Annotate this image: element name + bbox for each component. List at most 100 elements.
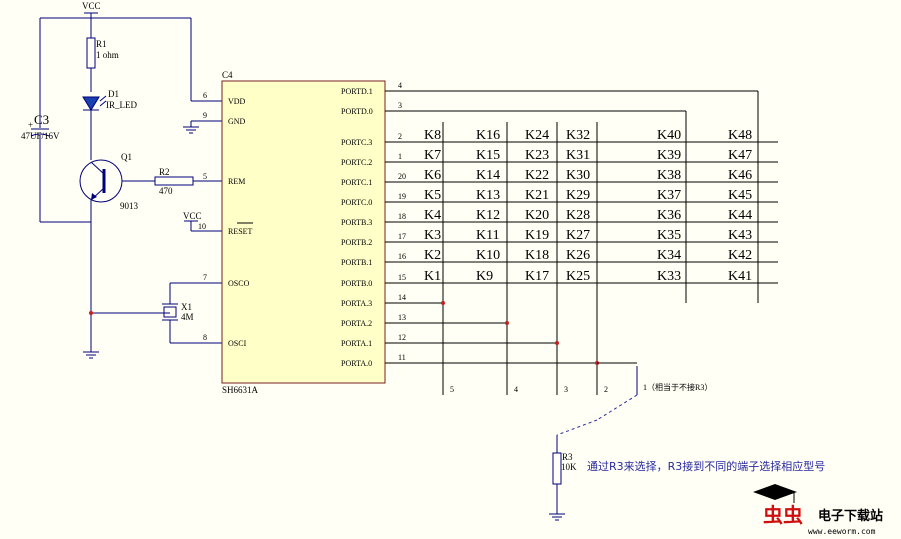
logo-text: 电子下载站: [818, 508, 883, 524]
ic-right-pin-number: 20: [398, 172, 406, 181]
svg-text:+: +: [28, 120, 33, 130]
key-label: K33: [657, 269, 681, 284]
ic-right-pin-name: PORTD.0: [341, 107, 373, 116]
logo-brand: 虫虫: [763, 503, 803, 527]
ic-left-pins: 6 VDD 9 GND 5 REM 10 RESET 7 OSCO 8 OSCI: [198, 91, 253, 348]
gnd-symbol-left: [83, 351, 99, 359]
ic-right-pin-name: PORTB.3: [341, 218, 372, 227]
c3-ref: C3: [34, 112, 49, 127]
key-label: K43: [728, 228, 752, 243]
svg-text:RESET: RESET: [228, 227, 253, 236]
c3-value: 47UF/16V: [21, 131, 60, 141]
key-label: K30: [566, 168, 590, 183]
svg-text:8: 8: [203, 333, 207, 342]
terminal-label: 2: [604, 385, 608, 394]
key-label: K28: [566, 208, 590, 223]
key-label: K15: [476, 148, 500, 163]
key-label: K46: [728, 168, 752, 183]
key-label: K22: [525, 168, 549, 183]
terminal-1-selector: 1（相当于不接R3）: [556, 366, 712, 436]
svg-text:VDD: VDD: [228, 97, 246, 106]
junction-dot: [555, 341, 559, 345]
d1-ir-led: D1 IR_LED: [82, 89, 137, 160]
d1-ref: D1: [108, 89, 119, 99]
ic-right-pin-number: 17: [398, 232, 406, 241]
key-label: K4: [424, 208, 441, 223]
ic-right-pin-name: PORTB.0: [341, 279, 372, 288]
select-note: 通过R3来选择，R3接到不同的端子选择相应型号: [587, 459, 825, 473]
key-label: K27: [566, 228, 590, 243]
key-label: K31: [566, 148, 590, 163]
key-label: K39: [657, 148, 681, 163]
r1-resistor: R1 1 ohm: [86, 18, 119, 92]
ic-right-pin-number: 3: [398, 101, 402, 110]
r3-ref: R3: [562, 452, 573, 462]
key-label: K1: [424, 269, 441, 284]
key-label: K21: [525, 188, 549, 203]
key-label: K5: [424, 188, 441, 203]
ic-right-pin-name: PORTA.0: [341, 359, 372, 368]
key-label: K8: [424, 128, 441, 143]
ic-right-pin-number: 19: [398, 192, 406, 201]
key-label: K19: [525, 228, 549, 243]
terminal-label: 4: [514, 385, 518, 394]
terminal-label: 3: [564, 385, 568, 394]
key-label: K40: [657, 128, 681, 143]
svg-text:10: 10: [198, 222, 206, 231]
d1-value: IR_LED: [106, 100, 137, 110]
ic-right-pin-number: 11: [398, 353, 406, 362]
key-label: K45: [728, 188, 752, 203]
key-label: K6: [424, 168, 441, 183]
site-logo: 虫虫 电子下载站 www.eeworm.com: [753, 484, 883, 536]
key-label: K41: [728, 269, 752, 284]
key-label: K18: [525, 248, 549, 263]
r3-value: 10K: [561, 462, 577, 472]
key-label: K25: [566, 269, 590, 284]
r2-resistor: R2 470: [154, 167, 222, 196]
key-label: K35: [657, 228, 681, 243]
key-label: K14: [476, 168, 500, 183]
ic-right-pin-number: 12: [398, 333, 406, 342]
key-label: K9: [476, 269, 493, 284]
key-label: K20: [525, 208, 549, 223]
c3-capacitor: + C3 47UF/16V: [21, 18, 60, 222]
ic-ref: C4: [222, 70, 233, 80]
ic-right-pin-name: PORTC.2: [341, 158, 372, 167]
ic-right-pin-number: 14: [398, 293, 406, 302]
vcc-top-label: VCC: [82, 1, 101, 11]
key-label: K2: [424, 248, 441, 263]
svg-text:7: 7: [203, 273, 207, 282]
r1-ref: R1: [96, 39, 107, 49]
x1-ref: X1: [181, 302, 192, 312]
ic-right-pins: PORTD.14PORTD.03PORTC.32PORTC.21PORTC.12…: [341, 81, 406, 368]
key-label: K10: [476, 248, 500, 263]
ic-right-pin-name: PORTB.2: [341, 238, 372, 247]
key-label: K12: [476, 208, 500, 223]
ic-right-pin-name: PORTB.1: [341, 258, 372, 267]
key-label: K24: [525, 128, 549, 143]
svg-text:6: 6: [203, 91, 207, 100]
key-label: K13: [476, 188, 500, 203]
q1-ref: Q1: [121, 152, 132, 162]
ic-right-pin-name: PORTC.0: [341, 198, 372, 207]
key-label: K44: [728, 208, 752, 223]
r2-ref: R2: [159, 167, 170, 177]
graduation-cap-icon: [753, 484, 797, 500]
key-label: K37: [657, 188, 681, 203]
ic-sh6631a: C4 SH6631A: [221, 70, 386, 395]
ic-right-pin-number: 4: [398, 81, 402, 90]
gnd-symbol-pin9: [183, 120, 222, 134]
terminal-1-label: 1（相当于不接R3）: [643, 382, 712, 392]
key-label: K47: [728, 148, 752, 163]
r2-value: 470: [159, 186, 173, 196]
key-label: K32: [566, 128, 590, 143]
key-label: K42: [728, 248, 752, 263]
svg-text:GND: GND: [228, 117, 246, 126]
ic-right-pin-number: 18: [398, 212, 406, 221]
ic-right-pin-name: PORTC.3: [341, 138, 372, 147]
ic-right-pin-number: 2: [398, 132, 402, 141]
ic-right-pin-name: PORTA.1: [341, 339, 372, 348]
ic-right-pin-name: PORTC.1: [341, 178, 372, 187]
vcc-reset-label: VCC: [183, 211, 202, 221]
